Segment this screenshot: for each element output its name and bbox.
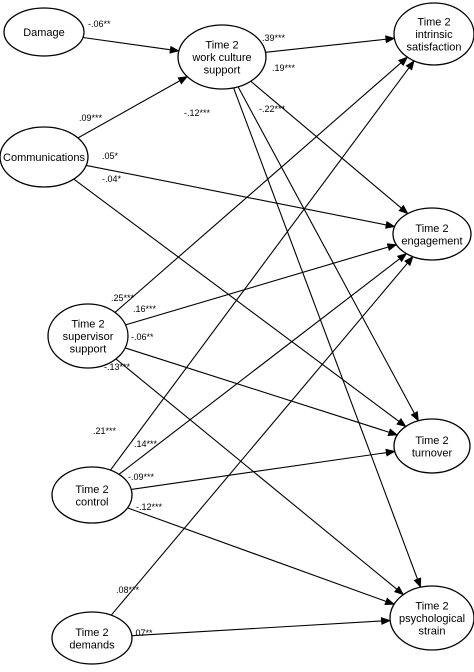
node-communications: Communications [0, 126, 89, 188]
path-arrow-supervisor-strain [115, 358, 405, 596]
node-label-line: work culture [191, 52, 251, 64]
node-ellipse [392, 207, 472, 261]
path-arrow-supervisor-intrinsic [114, 56, 409, 313]
node-label-line: Time 2 [415, 223, 448, 235]
path-arrow-supervisor-turnover [124, 347, 399, 436]
node-label-line: control [75, 496, 108, 508]
node-label-line: demands [69, 639, 115, 651]
coefficient-label-control-intrinsic: .21*** [93, 426, 117, 436]
coefficient-label-layer: -.06** .09*** .05* -.04* .39*** .19*** -.22***… [79, 19, 296, 638]
node-label-line: Time 2 [205, 40, 238, 52]
coefficient-label-control-turnover: -.09*** [128, 472, 155, 482]
coefficient-label-comm-engagement: .05* [102, 151, 119, 161]
node-label-line: Time 2 [417, 17, 450, 29]
node-label-line: intrinsic [415, 29, 453, 41]
node-ellipse [47, 303, 129, 369]
coefficient-label-control-strain: -.12*** [136, 502, 163, 512]
node-label-line: Time 2 [71, 319, 104, 331]
path-arrow-damage-workculture [82, 36, 180, 54]
coefficient-label-demands-strain: .07** [133, 628, 153, 638]
node-ellipse [3, 7, 85, 57]
path-arrow-workculture-strain [233, 87, 422, 589]
coefficient-label-workculture-intrinsic: .39*** [262, 33, 286, 43]
coefficient-label-supervisor-intrinsic: .25*** [111, 293, 135, 303]
node-ellipse [389, 585, 474, 651]
coefficient-label-comm-turnover: -.04* [102, 174, 122, 184]
node-label-line: Communications [3, 152, 85, 164]
coefficient-label-comm-workculture: .09*** [79, 113, 103, 123]
coefficient-label-supervisor-strain: -.13*** [104, 362, 131, 372]
path-arrow-control-intrinsic [109, 60, 415, 471]
coefficient-label-damage-workculture: -.06** [88, 19, 111, 29]
coefficient-label-workculture-turnover: -.22*** [259, 104, 286, 114]
node-label-line: Damage [23, 27, 65, 39]
coefficient-label-supervisor-engagement: .16*** [133, 304, 157, 314]
edge-layer [73, 35, 422, 637]
node-label-line: Time 2 [75, 484, 108, 496]
node-label-line: strain [419, 626, 446, 638]
node-label-line: satisfaction [406, 42, 461, 54]
path-arrow-demands-strain [131, 617, 392, 637]
coefficient-label-workculture-strain: -.12*** [184, 108, 211, 118]
coefficient-label-workculture-engagement: .19*** [272, 63, 296, 73]
coefficient-label-demands-engagement: .08*** [116, 585, 140, 595]
coefficient-label-supervisor-turnover: -.06** [131, 332, 154, 342]
path-arrow-control-turnover [131, 448, 396, 490]
path-arrow-control-engagement [118, 252, 408, 475]
path-arrow-comm-engagement [86, 164, 396, 229]
path-arrow-workculture-turnover [237, 86, 419, 422]
path-arrow-supervisor-engagement [125, 243, 398, 326]
node-label-line: support [70, 344, 107, 356]
coefficient-label-control-engagement: .14*** [134, 439, 158, 449]
path-arrow-demands-engagement [110, 255, 414, 616]
path-arrow-comm-turnover [73, 178, 407, 428]
path-arrow-control-strain [127, 507, 396, 606]
node-label-line: supervisor [63, 331, 114, 343]
node-ellipse [177, 24, 267, 90]
node-label-line: Time 2 [415, 435, 448, 447]
node-ellipse [393, 2, 474, 66]
node-ellipse [393, 418, 471, 474]
node-damage: Damage [3, 7, 85, 57]
node-ellipse [51, 466, 133, 524]
node-ellipse [51, 611, 133, 665]
node-label-line: Time 2 [75, 627, 108, 639]
path-arrow-comm-workculture [77, 76, 189, 139]
path-arrow-workculture-engagement [250, 80, 409, 215]
node-label-line: turnover [412, 447, 453, 459]
node-ellipse [0, 126, 89, 188]
node-label-line: support [204, 65, 241, 77]
node-label-line: engagement [401, 235, 462, 247]
node-label-line: Time 2 [415, 601, 448, 613]
path-arrow-workculture-intrinsic [265, 35, 396, 53]
node-label-line: psychological [399, 613, 465, 625]
